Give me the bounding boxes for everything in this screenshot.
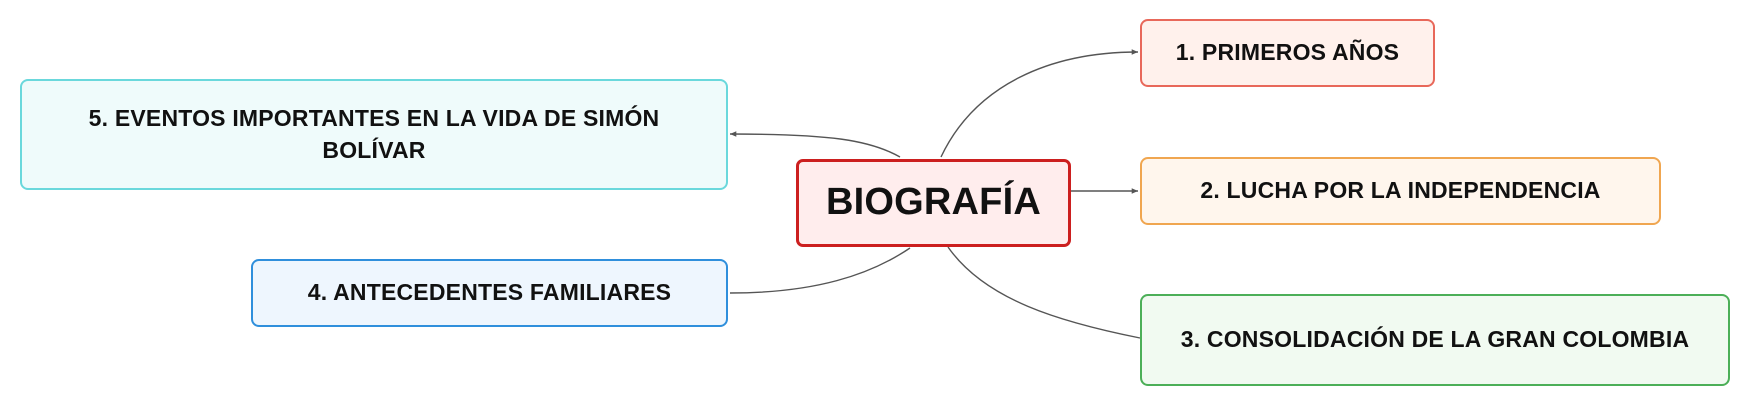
branch-label: 4. ANTECEDENTES FAMILIARES [307,279,672,306]
branch-node-primeros-anos[interactable]: 1. PRIMEROS AÑOS [1140,19,1435,87]
connector-consolidacion [947,246,1141,339]
branch-node-consolidacion[interactable]: 3. CONSOLIDACIÓN DE LA GRAN COLOMBIA [1140,294,1730,386]
branch-label: 3. CONSOLIDACIÓN DE LA GRAN COLOMBIA [1180,326,1690,353]
central-topic-node[interactable]: BIOGRAFÍA [796,159,1071,247]
branch-label: 5. EVENTOS IMPORTANTES EN LA VIDA DE SIM… [88,105,660,163]
branch-node-antecedentes-familiares[interactable]: 4. ANTECEDENTES FAMILIARES [251,259,728,327]
central-topic-label: BIOGRAFÍA [825,181,1041,224]
connector-primeros-anos [940,49,1139,158]
connector-eventos [729,131,901,158]
connector-antecedentes [729,247,911,294]
branch-node-lucha-independencia[interactable]: 2. LUCHA POR LA INDEPENDENCIA [1140,157,1661,225]
branch-label: 1. PRIMEROS AÑOS [1175,39,1400,66]
branch-node-eventos-importantes[interactable]: 5. EVENTOS IMPORTANTES EN LA VIDA DE SIM… [20,79,728,190]
branch-label: 2. LUCHA POR LA INDEPENDENCIA [1200,177,1601,204]
